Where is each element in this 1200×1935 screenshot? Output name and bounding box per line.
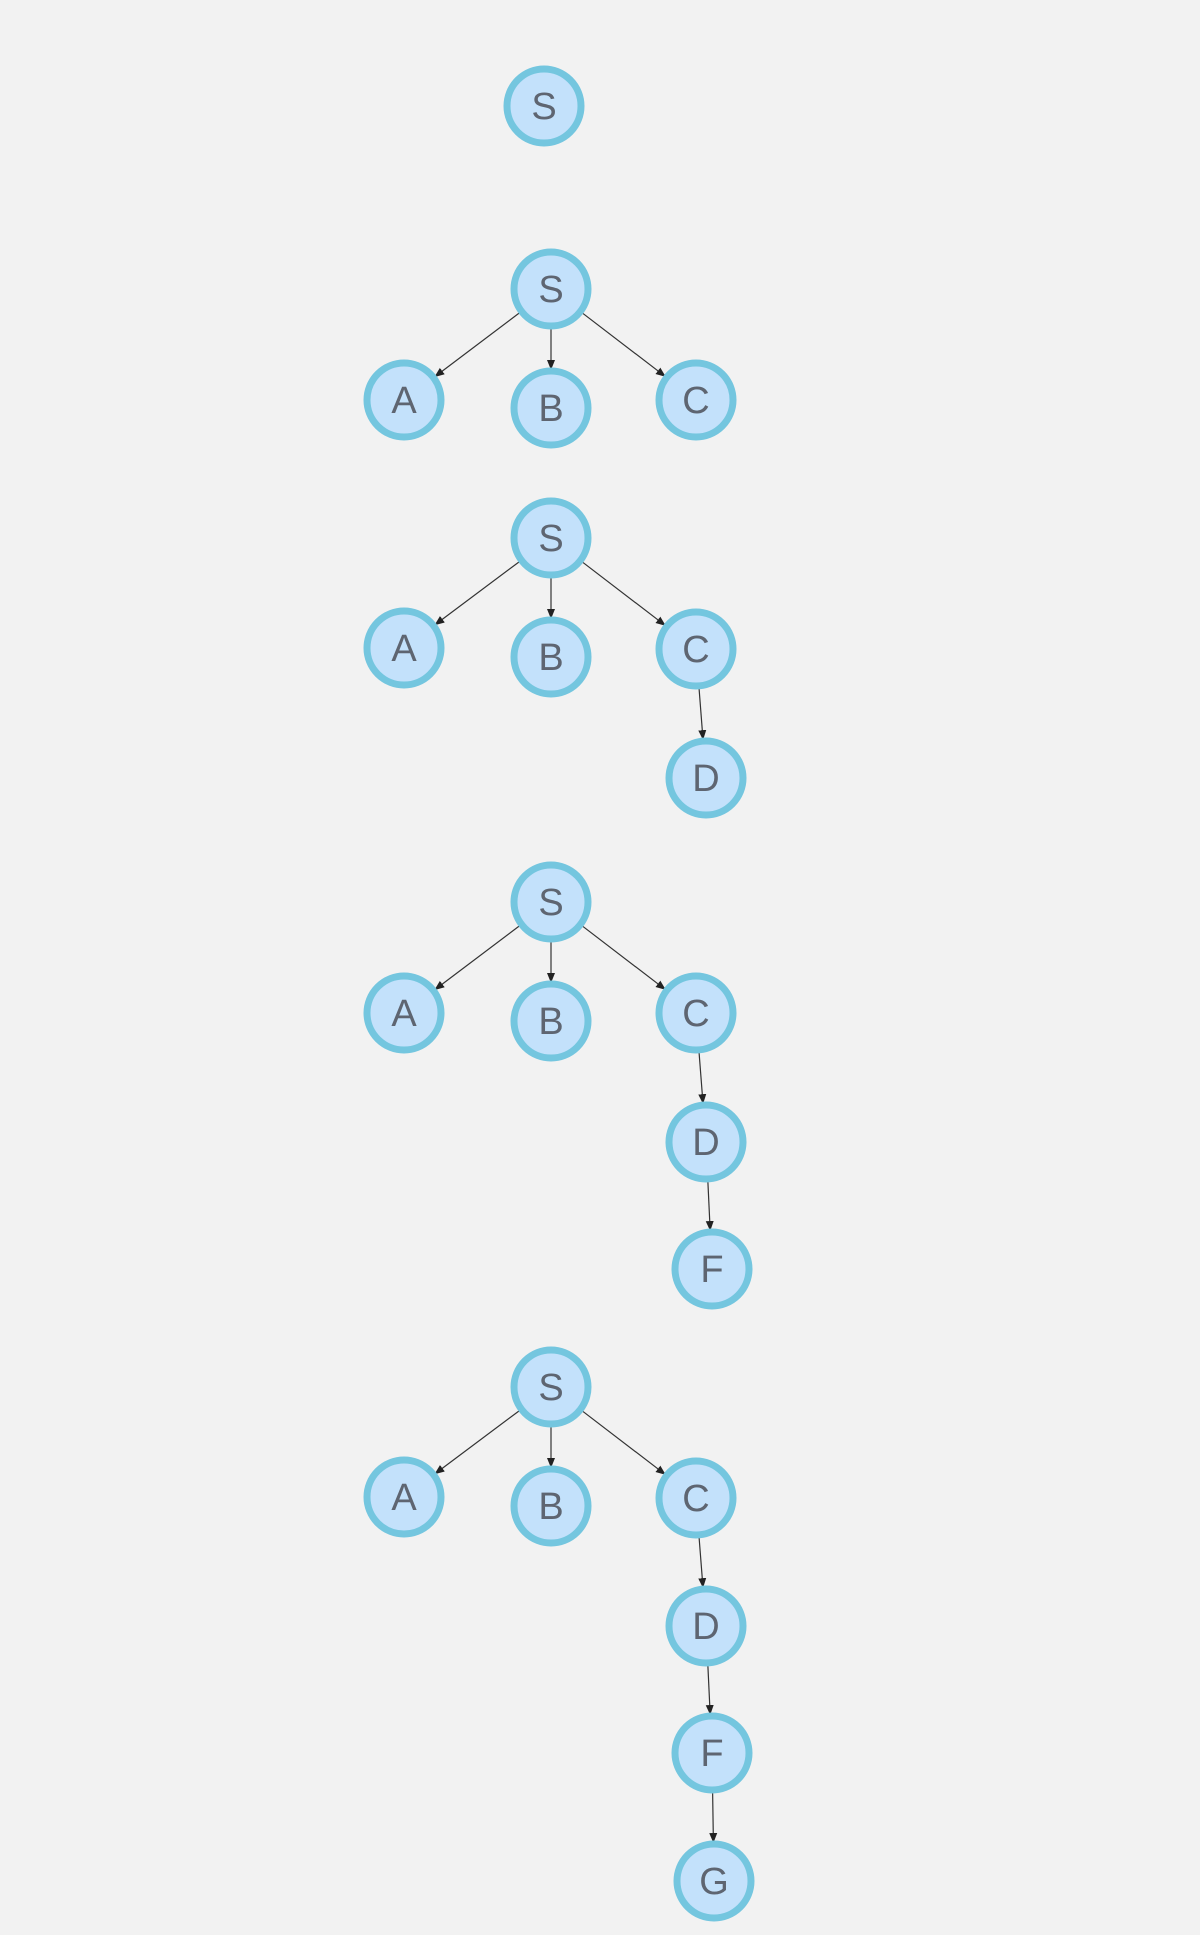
edge-s-a [434,925,520,991]
tree-step-2: S A B C [363,248,737,449]
edge-c-d [698,1052,707,1105]
node-s: S [510,497,592,579]
node-circle [363,1456,445,1538]
node-circle [665,737,747,819]
node-label: D [692,1606,719,1648]
node-c: C [655,1457,737,1539]
node-circle [671,1712,753,1794]
node-s: S [503,65,585,147]
node-a: A [363,359,445,441]
node-label: A [391,1477,417,1519]
node-b: B [510,1465,592,1547]
node-g: G [673,1840,755,1922]
node-circle [510,497,592,579]
node-label: S [538,882,563,924]
node-d: D [665,737,747,819]
node-f: F [671,1712,753,1794]
node-circle [510,1346,592,1428]
node-b: B [510,367,592,449]
edge-s-c [582,1410,666,1475]
node-a: A [363,1456,445,1538]
node-b: B [510,980,592,1062]
node-a: A [363,607,445,689]
node-circle [503,65,585,147]
node-c: C [655,972,737,1054]
node-circle [510,980,592,1062]
edge-s-c [582,312,666,377]
node-label: A [391,993,417,1035]
node-s: S [510,861,592,943]
tree-step-1: S [503,65,585,147]
edge-c-d [698,688,707,741]
node-label: B [538,1486,563,1528]
node-circle [510,1465,592,1547]
node-circle [510,367,592,449]
node-circle [655,608,737,690]
node-label: S [538,518,563,560]
node-circle [510,616,592,698]
edge-d-f [705,1665,714,1716]
edge-s-a [434,312,520,378]
node-label: C [682,629,709,671]
node-d: D [665,1101,747,1183]
node-b: B [510,616,592,698]
edge-s-c [582,561,666,626]
edge-s-a [434,1410,520,1475]
node-circle [673,1840,755,1922]
node-s: S [510,248,592,330]
node-label: S [531,86,556,128]
node-label: B [538,1001,563,1043]
node-a: A [363,972,445,1054]
node-circle [655,1457,737,1539]
node-s: S [510,1346,592,1428]
node-label: S [538,1367,563,1409]
node-label: D [692,758,719,800]
node-label: A [391,628,417,670]
node-label: S [538,269,563,311]
node-f: F [671,1228,753,1310]
node-label: C [682,380,709,422]
node-d: D [665,1585,747,1667]
node-circle [671,1228,753,1310]
edge-s-c [582,925,666,990]
edge-s-a [434,561,520,626]
tree-step-5: S A B C D F G [363,1346,755,1922]
node-circle [655,972,737,1054]
tree-step-3: S A B C D [363,497,747,819]
node-label: C [682,1478,709,1520]
node-circle [665,1101,747,1183]
node-label: F [700,1733,723,1775]
node-label: D [692,1122,719,1164]
node-c: C [655,359,737,441]
edge-f-g [709,1792,718,1844]
tree-step-4: S A B C D F [363,861,753,1310]
node-circle [665,1585,747,1667]
edge-c-d [698,1537,707,1589]
edge-d-f [705,1181,714,1232]
node-circle [363,972,445,1054]
node-label: B [538,388,563,430]
node-label: F [700,1249,723,1291]
node-c: C [655,608,737,690]
node-circle [363,359,445,441]
node-label: A [391,380,417,422]
node-label: G [699,1861,729,1903]
node-circle [655,359,737,441]
node-circle [363,607,445,689]
node-circle [510,861,592,943]
node-label: B [538,637,563,679]
node-label: C [682,993,709,1035]
node-circle [510,248,592,330]
